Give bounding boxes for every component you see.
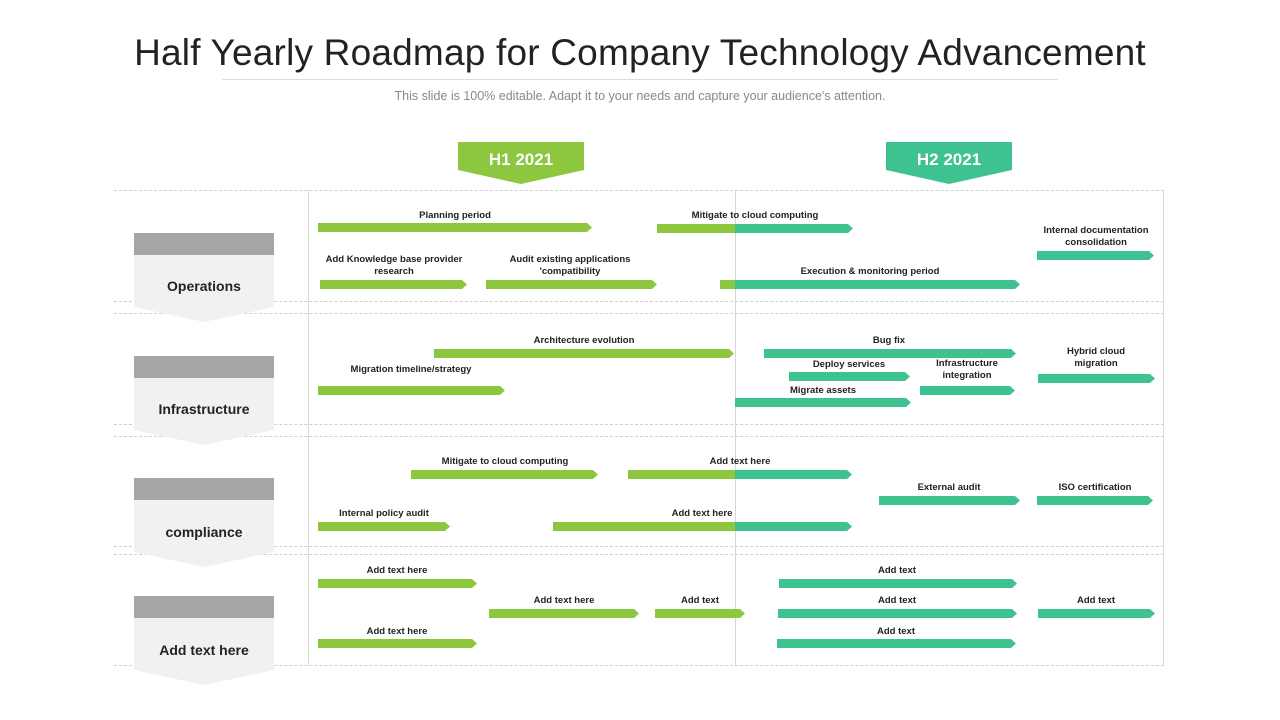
task-bar bbox=[789, 372, 910, 381]
task-bar bbox=[1038, 374, 1155, 383]
grid-line bbox=[1163, 190, 1164, 665]
task-bar bbox=[320, 280, 467, 289]
task-bar bbox=[735, 398, 911, 407]
grid-line bbox=[114, 190, 1164, 191]
page-title: Half Yearly Roadmap for Company Technolo… bbox=[134, 32, 1146, 73]
task-label: ISO certification bbox=[1058, 482, 1132, 493]
task-bar bbox=[628, 470, 852, 479]
row-tab-infrastructure: Infrastructure bbox=[134, 356, 274, 446]
row-tab-shape bbox=[134, 356, 274, 445]
task-bar bbox=[553, 522, 852, 531]
task-bar bbox=[318, 639, 477, 648]
task-label: External audit bbox=[917, 482, 981, 493]
row-tab-shape bbox=[134, 596, 274, 685]
task-bar bbox=[318, 223, 592, 232]
grid-line bbox=[308, 190, 309, 665]
row-tab-shape bbox=[134, 233, 274, 322]
page-subtitle: This slide is 100% editable. Adapt it to… bbox=[394, 89, 886, 103]
row-label-infrastructure: Infrastructure bbox=[158, 401, 250, 417]
task-label: Bug fix bbox=[872, 335, 906, 346]
row-label-compliance: compliance bbox=[165, 524, 243, 540]
task-label: Migration timeline/strategy bbox=[350, 364, 472, 375]
task-bar bbox=[764, 349, 1016, 358]
grid-line bbox=[114, 301, 1164, 302]
task-bar bbox=[1038, 609, 1155, 618]
title-divider bbox=[222, 79, 1058, 80]
task-label: Audit existing applications 'compatibili… bbox=[509, 254, 631, 277]
task-bar bbox=[778, 609, 1017, 618]
task-label: Add text here bbox=[366, 626, 428, 637]
grid-line bbox=[114, 436, 1164, 437]
task-label: Add text here bbox=[671, 508, 733, 519]
task-label: Mitigate to cloud computing bbox=[441, 456, 569, 467]
row-label-operations: Operations bbox=[167, 278, 241, 294]
grid-line bbox=[114, 665, 1164, 666]
task-label: Add text bbox=[878, 565, 916, 576]
task-label: Add text bbox=[877, 626, 915, 637]
task-label: Add text bbox=[878, 595, 916, 606]
task-label: Add text here bbox=[366, 565, 428, 576]
period-h1-label: H1 2021 bbox=[488, 150, 554, 169]
period-h2-marker: H2 2021 bbox=[886, 142, 1012, 184]
row-label-add-text: Add text here bbox=[159, 642, 249, 658]
row-tab-shape bbox=[134, 478, 274, 567]
task-bar bbox=[434, 349, 734, 358]
period-h2-shape bbox=[886, 142, 1012, 184]
task-label: Mitigate to cloud computing bbox=[691, 210, 819, 221]
task-bar bbox=[489, 609, 639, 618]
task-label: Add text bbox=[1077, 595, 1115, 606]
row-tab-compliance: compliance bbox=[134, 478, 274, 568]
period-h1-marker: H1 2021 bbox=[458, 142, 584, 184]
task-label: Architecture evolution bbox=[533, 335, 635, 346]
task-label: Hybrid cloud migration bbox=[1066, 346, 1126, 369]
task-bar bbox=[657, 224, 853, 233]
task-bar bbox=[486, 280, 657, 289]
task-label: Internal policy audit bbox=[339, 508, 429, 519]
task-bar bbox=[879, 496, 1020, 505]
grid-line bbox=[114, 554, 1164, 555]
grid-line bbox=[735, 190, 736, 665]
grid-line bbox=[114, 546, 1164, 547]
task-label: Add Knowledge base provider research bbox=[325, 254, 463, 277]
task-label: Infrastructure integration bbox=[936, 358, 998, 381]
task-bar bbox=[720, 280, 1020, 289]
task-label: Migrate assets bbox=[789, 385, 857, 396]
task-bar bbox=[920, 386, 1015, 395]
period-h2-label: H2 2021 bbox=[916, 150, 982, 169]
row-tab-operations: Operations bbox=[134, 233, 274, 323]
row-tab-add-text: Add text here bbox=[134, 596, 274, 686]
task-label: Add text here bbox=[533, 595, 595, 606]
task-bar bbox=[1037, 251, 1154, 260]
task-label: Deploy services bbox=[812, 359, 886, 370]
period-h1-shape bbox=[458, 142, 584, 184]
task-label: Add text here bbox=[709, 456, 771, 467]
task-label: Add text bbox=[681, 595, 719, 606]
grid-line bbox=[114, 313, 1164, 314]
task-bar bbox=[1037, 496, 1153, 505]
task-label: Internal documentation consolidation bbox=[1043, 225, 1149, 248]
task-label: Execution & monitoring period bbox=[800, 266, 940, 277]
task-bar bbox=[318, 522, 450, 531]
task-bar bbox=[318, 386, 505, 395]
task-bar bbox=[655, 609, 745, 618]
grid-line bbox=[114, 424, 1164, 425]
task-bar bbox=[318, 579, 477, 588]
task-bar bbox=[777, 639, 1016, 648]
task-bar bbox=[411, 470, 598, 479]
task-bar bbox=[779, 579, 1017, 588]
task-label: Planning period bbox=[419, 210, 491, 221]
